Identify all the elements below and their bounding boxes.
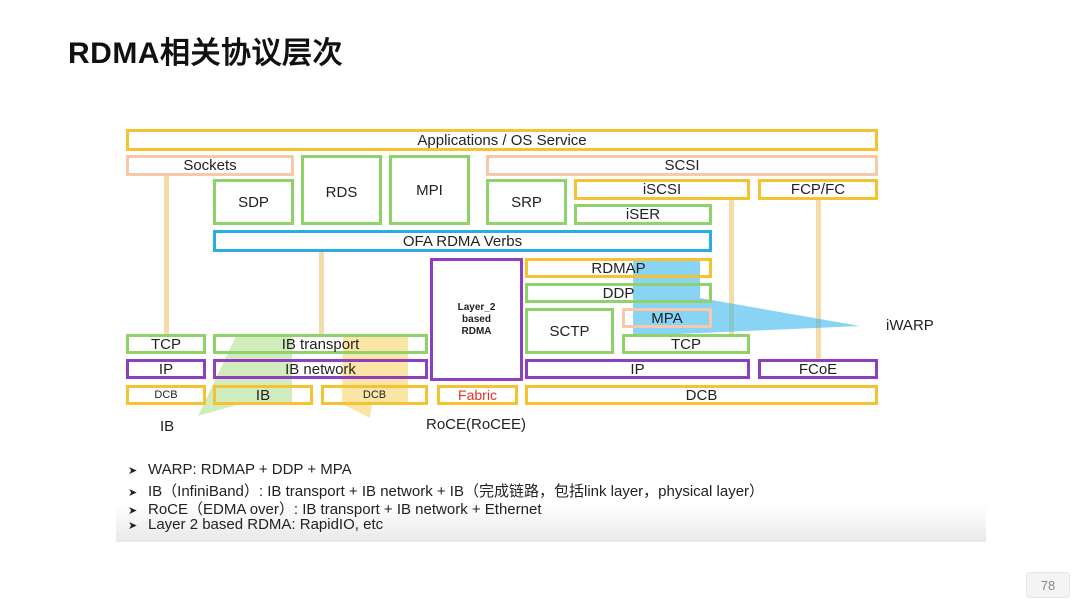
sdp-box: SDP — [213, 179, 294, 225]
connector-verbs-ibtransport — [319, 251, 324, 335]
srp-box: SRP — [486, 179, 567, 225]
sockets-box: Sockets — [126, 155, 294, 176]
rds-box: RDS — [301, 155, 382, 225]
note-item-2: ➤ IB（InfiniBand）: IB transport + IB netwo… — [128, 480, 764, 501]
ip-right-box: IP — [525, 359, 750, 379]
ib-link-box: IB — [213, 385, 313, 405]
fcp-fc-box: FCP/FC — [758, 179, 878, 200]
notes-list: ➤ WARP: RDMAP + DDP + MPA ➤ IB（InfiniBand）… — [116, 458, 986, 542]
mpa-box: MPA — [622, 308, 712, 328]
ip-left-box: IP — [126, 359, 206, 379]
layer2-line-3: RDMA — [461, 325, 492, 337]
iscsi-box: iSCSI — [574, 179, 750, 200]
note-item-3: ➤ RoCE（EDMA over）: IB transport + IB netw… — [128, 498, 542, 519]
iwarp-label: iWARP — [886, 317, 934, 334]
note-item-4: ➤ Layer 2 based RDMA: RapidIO, etc — [128, 516, 383, 533]
iser-box: iSER — [574, 204, 712, 225]
note-item-1: ➤ WARP: RDMAP + DDP + MPA — [128, 461, 352, 478]
fcoe-box: FCoE — [758, 359, 878, 379]
tcp-left-box: TCP — [126, 334, 206, 354]
bullet-arrow-icon: ➤ — [128, 487, 138, 499]
ofa-rdma-verbs-box: OFA RDMA Verbs — [213, 230, 712, 252]
page-title: RDMA相关协议层次 — [68, 37, 343, 70]
rdmap-box: RDMAP — [525, 258, 712, 278]
ib-network-box: IB network — [213, 359, 428, 379]
ib-transport-box: IB transport — [213, 334, 428, 354]
bullet-arrow-icon: ➤ — [128, 505, 138, 517]
scsi-box: SCSI — [486, 155, 878, 176]
roce-label: RoCE(RoCEE) — [426, 416, 527, 433]
bullet-arrow-icon: ➤ — [128, 465, 138, 477]
connector-fcp-fcoe — [816, 200, 821, 360]
ib-label: IB — [160, 418, 175, 435]
mpi-box: MPI — [389, 155, 470, 225]
connector-iscsi-tcp — [729, 200, 734, 335]
bullet-arrow-icon: ➤ — [128, 520, 138, 532]
note-text-3: RoCE（EDMA over）: IB transport + IB netwo… — [148, 501, 542, 518]
dcb-left-box: DCB — [126, 385, 206, 405]
note-text-1: WARP: RDMAP + DDP + MPA — [148, 461, 352, 478]
tcp-right-box: TCP — [622, 334, 750, 354]
layer2-rdma-box: Layer_2 based RDMA — [430, 258, 523, 381]
note-text-2: IB（InfiniBand）: IB transport + IB networ… — [148, 483, 765, 500]
layer2-line-1: Layer_2 — [457, 301, 496, 313]
note-text-4: Layer 2 based RDMA: RapidIO, etc — [148, 516, 384, 533]
layer2-line-2: based — [462, 313, 491, 325]
fabric-box: Fabric — [437, 385, 518, 405]
connector-sockets-tcp — [164, 175, 169, 335]
applications-os-service: Applications / OS Service — [126, 129, 878, 151]
sctp-box: SCTP — [525, 308, 614, 354]
page-number: 78 — [1026, 572, 1070, 598]
dcb-right-box: DCB — [525, 385, 878, 405]
ddp-box: DDP — [525, 283, 712, 303]
dcb-mid-box: DCB — [321, 385, 428, 405]
